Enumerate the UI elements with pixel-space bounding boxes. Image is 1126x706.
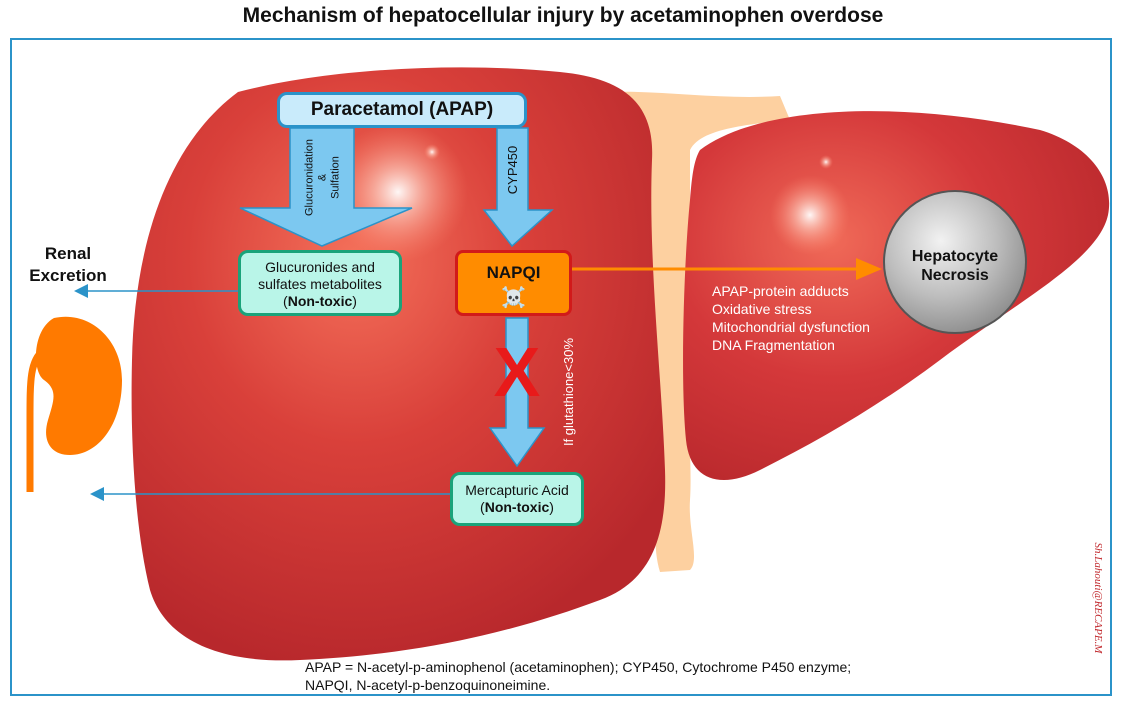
arrow-cyp450 — [482, 127, 554, 248]
glucuronides-line-2: sulfates metabolites — [258, 276, 382, 292]
arrow-glutathione — [488, 317, 546, 468]
renal-excretion-label: Renal Excretion — [18, 243, 118, 287]
light-glare-small — [424, 144, 440, 160]
arrow-renal-excretion-1-head — [74, 284, 88, 298]
arrow-to-necrosis-head — [856, 258, 882, 280]
necrosis-line-1: Hepatocyte — [911, 248, 999, 265]
glucuronides-line-3: (Non-toxic) — [241, 293, 399, 310]
label-cyp450: CYP450 — [505, 145, 520, 195]
light-glare-tiny — [819, 155, 833, 169]
ureter — [26, 347, 47, 492]
sulfation-word: Sulfation — [329, 156, 342, 199]
page-title: Mechanism of hepatocellular injury by ac… — [242, 4, 884, 27]
skull-icon: ☠️ — [501, 287, 526, 309]
mercapturic-line-2: (Non-toxic) — [453, 499, 581, 516]
paren-close: ) — [549, 499, 554, 515]
light-glare-right — [770, 175, 850, 255]
excretion-word: Excretion — [29, 266, 107, 285]
effect-item: Oxidative stress — [712, 301, 812, 317]
diagram-frame — [10, 38, 1112, 696]
arrow-glucuronidation — [239, 127, 413, 247]
effect-item: DNA Fragmentation — [712, 337, 835, 353]
renal-word: Renal — [44, 244, 92, 263]
non-toxic-label: Non-toxic — [287, 293, 353, 309]
non-toxic-label: Non-toxic — [484, 499, 550, 515]
block-mark-x: X — [493, 333, 541, 411]
glucuronides-line-1: Glucuronides and — [265, 259, 375, 275]
ampersand: & — [316, 173, 329, 182]
necrosis-line-2: Necrosis — [921, 267, 989, 284]
toxicity-effects-list: APAP-protein adducts Oxidative stress Mi… — [712, 282, 870, 354]
node-napqi: NAPQI ☠️ — [455, 250, 572, 316]
paren-close: ) — [352, 293, 357, 309]
effect-item: Mitochondrial dysfunction — [712, 319, 870, 335]
abbreviation-footnote: APAP = N-acetyl-p-aminophenol (acetamino… — [305, 658, 851, 694]
label-glucuronidation: Glucuronidation & Sulfation — [304, 128, 343, 228]
paren-open: ( — [480, 499, 485, 515]
effect-item: APAP-protein adducts — [712, 283, 849, 299]
author-signature: Sh.Lahouti@RECAPE.M — [1092, 542, 1104, 654]
footnote-line-2: NAPQI, N-acetyl-p-benzoquinoneimine. — [305, 677, 551, 693]
kidney-icon — [35, 316, 122, 455]
label-glutathione: If glutathione<30% — [561, 337, 576, 447]
glucuronidation-word: Glucuronidation — [303, 138, 316, 217]
node-hepatocyte-necrosis: Hepatocyte Necrosis — [883, 190, 1027, 334]
node-paracetamol: Paracetamol (APAP) — [277, 92, 527, 128]
mercapturic-line-1: Mercapturic Acid — [465, 482, 569, 498]
napqi-label: NAPQI — [486, 263, 541, 282]
node-mercapturic-acid: Mercapturic Acid (Non-toxic) — [450, 472, 584, 526]
node-glucuronides: Glucuronides and sulfates metabolites (N… — [238, 250, 402, 316]
footnote-line-1: APAP = N-acetyl-p-aminophenol (acetamino… — [305, 659, 852, 675]
paren-open: ( — [283, 293, 288, 309]
arrow-renal-excretion-2-head — [90, 487, 104, 501]
